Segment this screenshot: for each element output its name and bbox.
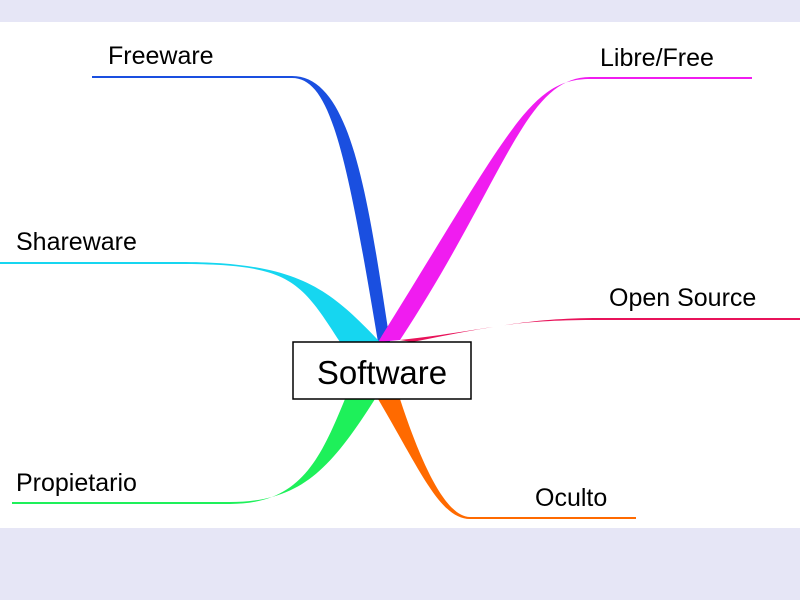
branch-label-freeware: Freeware [108,42,214,70]
center-node-label: Software [317,354,447,391]
branch-ribbon-oculto [378,399,636,519]
center-node-box [292,341,472,400]
branch-ribbon-libre-free [378,77,752,342]
branch-ribbon-shareware [0,262,380,342]
mindmap-canvas [0,22,800,528]
branch-label-shareware: Shareware [16,228,137,256]
branch-ribbon-freeware [92,76,390,342]
branch-ribbon-open-source [400,318,800,342]
branch-label-libre-free: Libre/Free [600,44,714,72]
center-node: Software [292,341,472,400]
branch-label-open-source: Open Source [609,284,756,312]
branch-label-propietario: Propietario [16,469,137,497]
branch-label-oculto: Oculto [535,484,607,512]
